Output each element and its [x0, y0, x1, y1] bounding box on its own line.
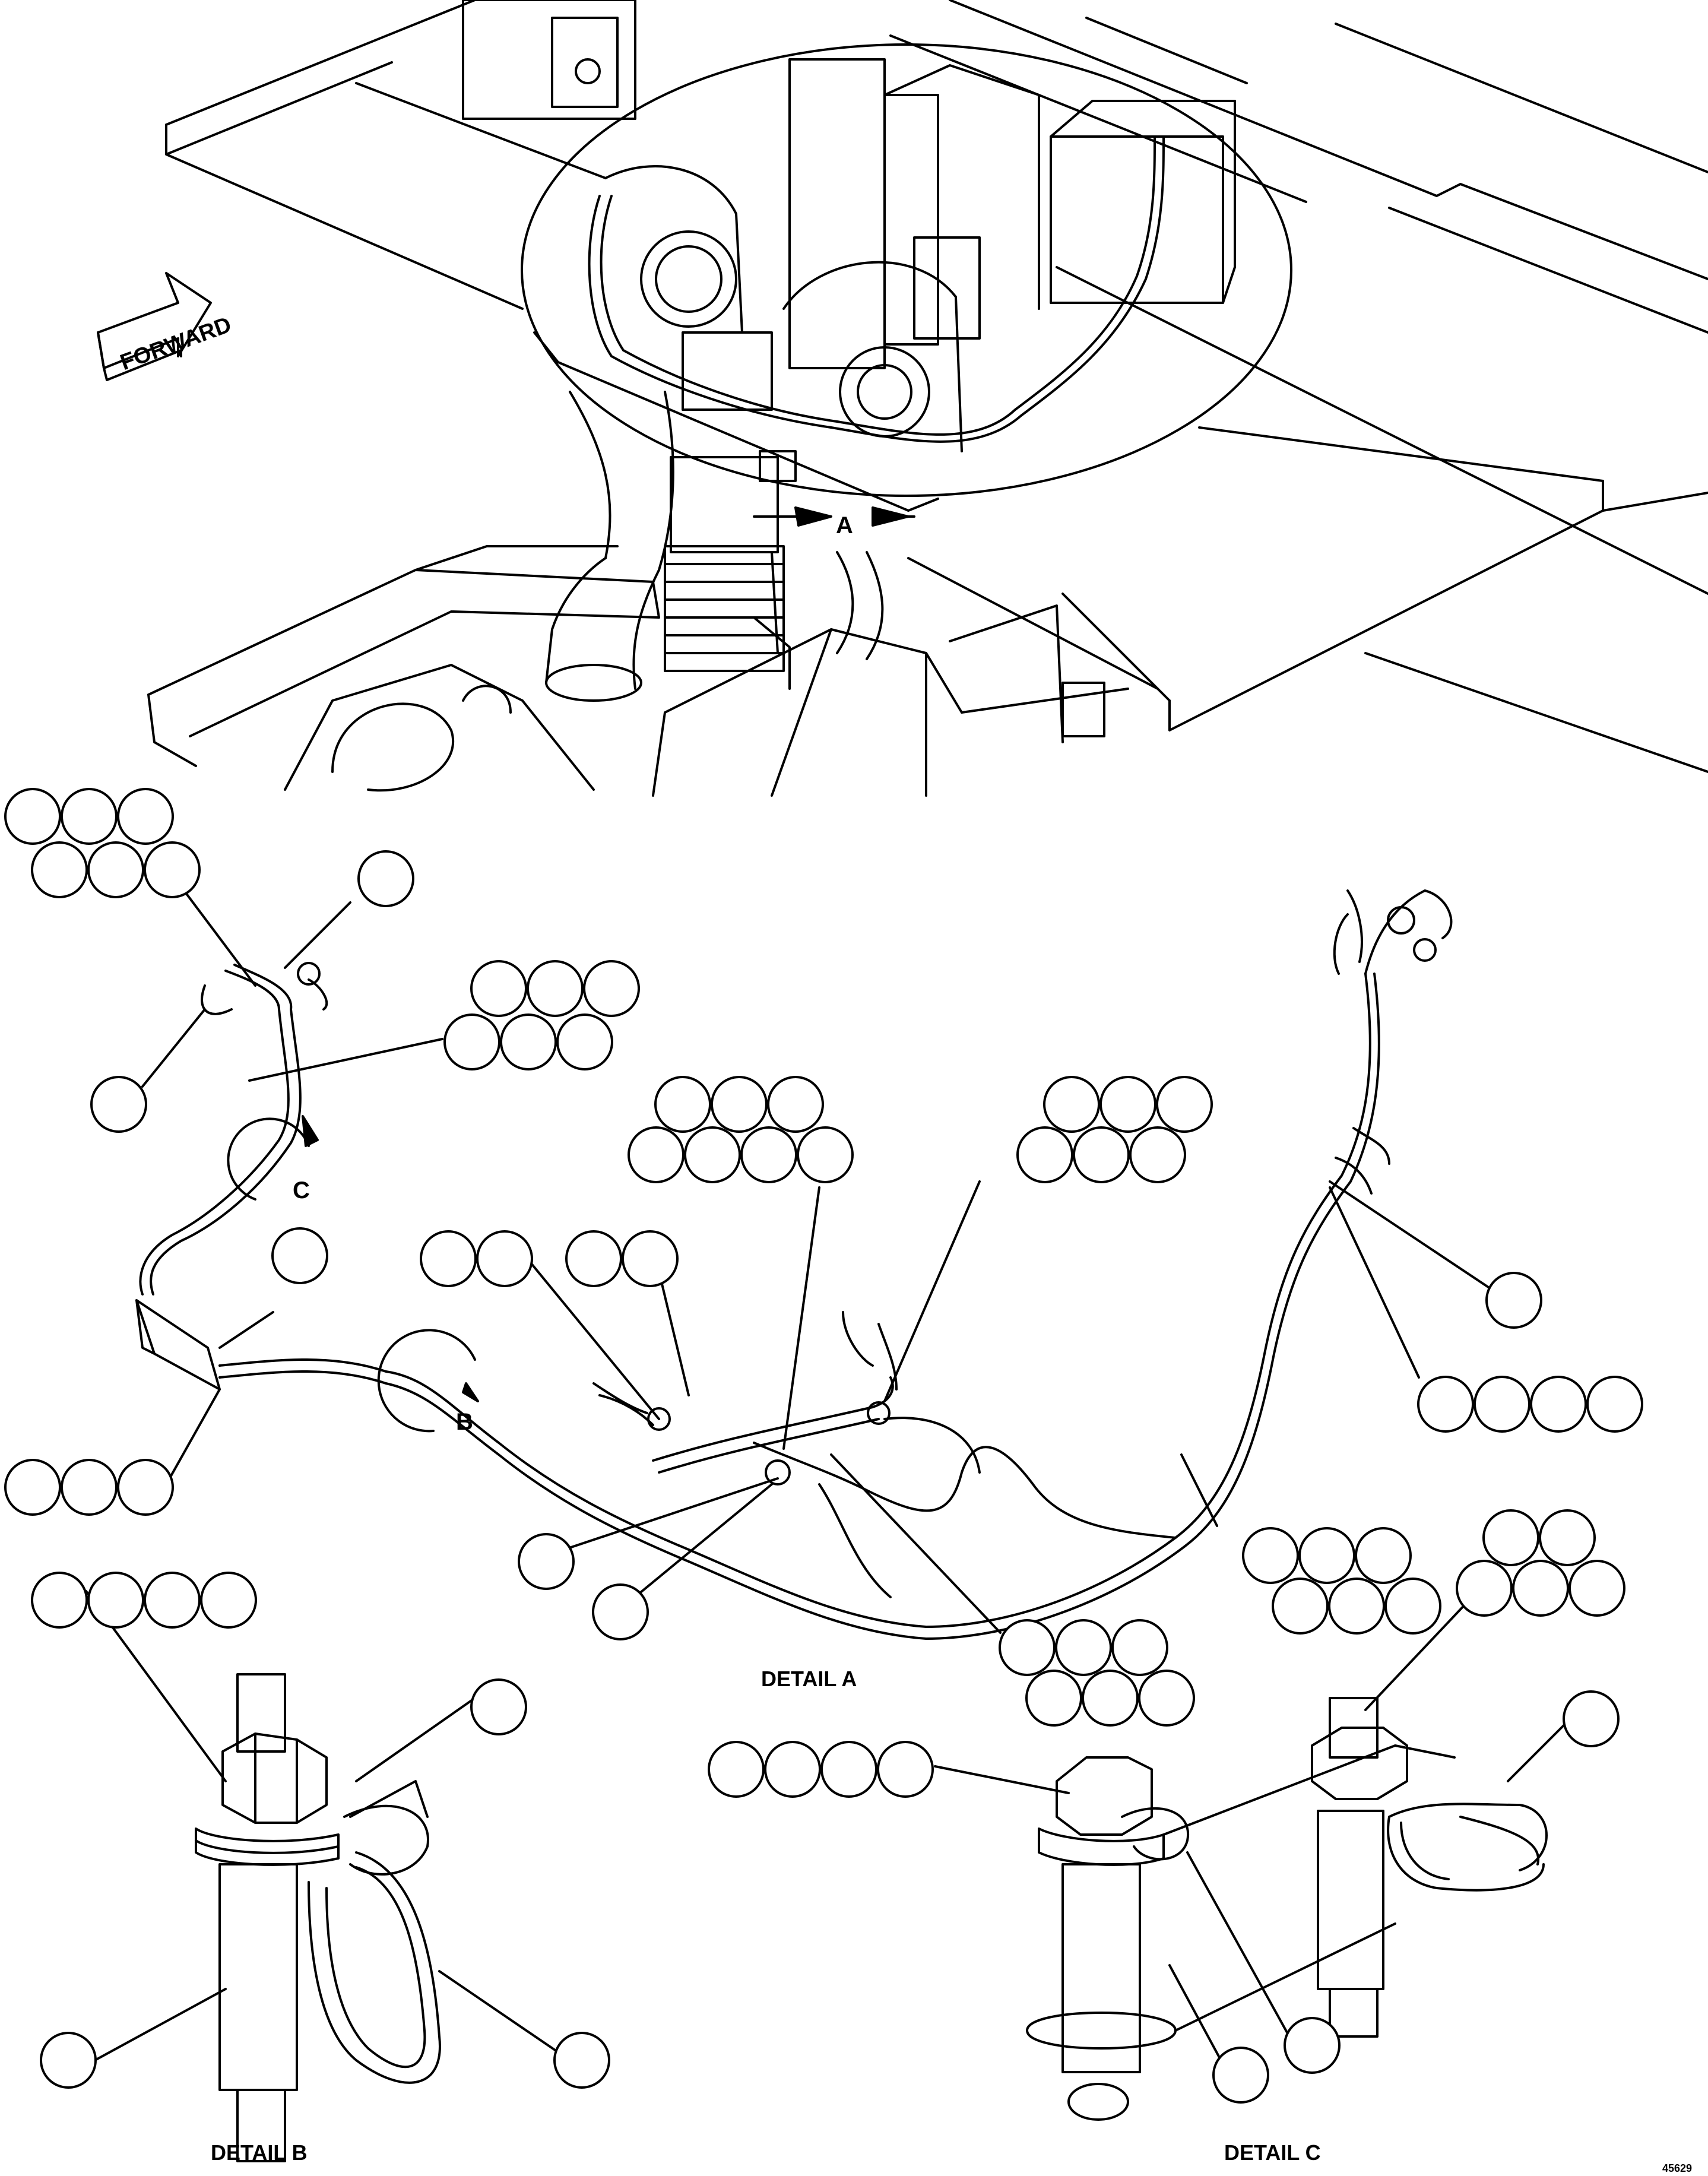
callout-circle [1111, 1619, 1168, 1676]
callout-circle [1129, 1126, 1186, 1183]
callout-circle [622, 1230, 679, 1287]
callout-circle [553, 2032, 610, 2089]
callout-circle [708, 1741, 765, 1798]
callout-circle [500, 1013, 557, 1070]
callout-circle [1456, 1560, 1513, 1617]
chassis-frame [147, 545, 1129, 797]
callout-circle [61, 788, 118, 845]
callout-circle [476, 1230, 533, 1287]
callout-circle [1384, 1578, 1441, 1635]
view-a-letter: A [836, 512, 853, 539]
callout-circle [518, 1533, 575, 1590]
view-b-letter: B [456, 1409, 473, 1435]
callout-circle [200, 1572, 257, 1629]
callout-circle [470, 1678, 527, 1735]
callout-circle [877, 1741, 934, 1798]
callout-circle [4, 788, 61, 845]
forward-label: FORWARD [117, 312, 235, 375]
callout-circle [1284, 2017, 1341, 2074]
callout-circle [443, 1013, 500, 1070]
callout-circle [740, 1126, 797, 1183]
callout-circle [1563, 1690, 1620, 1747]
callout-circle [565, 1230, 622, 1287]
callout-circle [797, 1126, 854, 1183]
blower-enclosure [521, 43, 1292, 512]
callout-circle [40, 2032, 97, 2089]
callout-circle [1417, 1376, 1474, 1433]
callout-circle [1138, 1670, 1195, 1727]
callout-circle [357, 850, 414, 907]
callout-circle [117, 788, 174, 845]
callout-circle [1482, 1509, 1539, 1566]
callout-circle [556, 1013, 613, 1070]
detail-c-caption: DETAIL C [1224, 2140, 1321, 2165]
callout-circle [711, 1076, 768, 1133]
callout-circle [1099, 1076, 1156, 1133]
callout-circle [1298, 1527, 1355, 1584]
detail-b-caption: DETAIL B [211, 2140, 308, 2165]
callout-circle [1539, 1509, 1596, 1566]
callout-circle [1328, 1578, 1385, 1635]
detail-a-caption: DETAIL A [761, 1667, 857, 1691]
callout-circle [1242, 1527, 1299, 1584]
callout-circle [1586, 1376, 1643, 1433]
callout-circle [767, 1076, 824, 1133]
callout-circle [1055, 1619, 1112, 1676]
callout-circle [87, 1572, 144, 1629]
floor-deck [165, 0, 1708, 773]
callout-circle [684, 1126, 741, 1183]
callout-circle [1212, 2047, 1269, 2104]
callout-circle [1073, 1126, 1130, 1183]
callout-circle [1016, 1126, 1073, 1183]
callout-circle [144, 841, 201, 898]
callout-circle [1512, 1560, 1569, 1617]
view-a-arrows [753, 506, 915, 527]
detail-c-clamp [1026, 1697, 1548, 2121]
callout-circle [90, 1076, 147, 1133]
callout-bubbles [4, 788, 1643, 2104]
callout-circle [1043, 1076, 1100, 1133]
callout-circle [820, 1741, 877, 1798]
callout-circle [999, 1619, 1056, 1676]
callout-circle [1485, 1272, 1542, 1329]
callout-circle [628, 1126, 685, 1183]
callout-circle [4, 1459, 61, 1516]
callout-circle [583, 960, 640, 1017]
callout-circle [1355, 1527, 1412, 1584]
figure-number: 45629 [1662, 2162, 1692, 2174]
callout-circle [271, 1227, 328, 1284]
view-c-letter: C [293, 1177, 310, 1203]
callout-circle [1156, 1076, 1213, 1133]
callout-circle [1530, 1376, 1587, 1433]
callout-circle [117, 1459, 174, 1516]
callout-circle [420, 1230, 477, 1287]
callout-circle [1082, 1670, 1139, 1727]
callout-circle [87, 841, 144, 898]
callout-circle [1025, 1670, 1082, 1727]
callout-circle [1473, 1376, 1530, 1433]
callout-circle [527, 960, 584, 1017]
text-labels: FORWARD A C B DETAIL A DETAIL B DETAIL C… [117, 312, 1692, 2174]
callout-circle [592, 1583, 649, 1640]
callout-circle [1568, 1560, 1625, 1617]
callout-circle [61, 1459, 118, 1516]
callout-circle [144, 1572, 201, 1629]
callout-circle [1272, 1578, 1329, 1635]
callout-circle [470, 960, 527, 1017]
callout-circle [764, 1741, 821, 1798]
air-duct-assembly [462, 0, 884, 702]
forward-arrow [97, 272, 212, 381]
harness-detail-a [135, 889, 1453, 1640]
view-b-c-markers [227, 1115, 479, 1433]
callout-circle [31, 841, 88, 898]
detail-b-clamp [195, 1673, 441, 2162]
callout-circle [654, 1076, 711, 1133]
callout-circle [31, 1572, 88, 1629]
